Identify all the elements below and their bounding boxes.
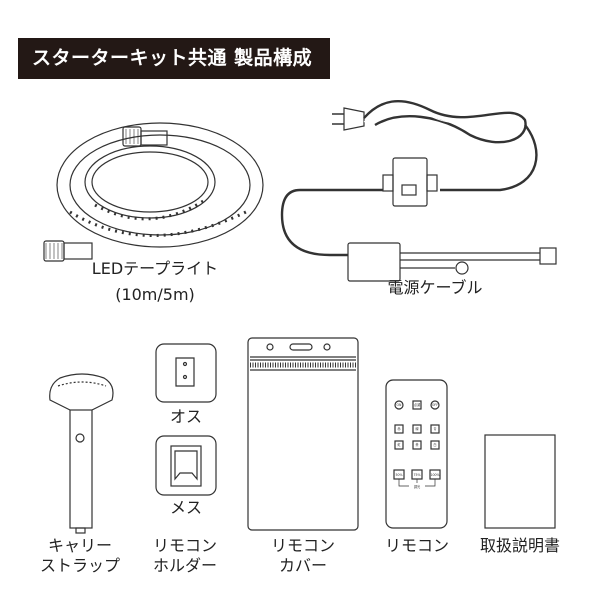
power-cable-label: 電源ケーブル xyxy=(387,278,483,297)
page-title: スターターキット共通 製品構成 xyxy=(18,38,330,79)
remote-holder-illustration xyxy=(155,343,217,496)
remote-dimmer-label: 調光 xyxy=(414,484,421,489)
remote-button-blue: 青 xyxy=(433,426,436,431)
remote-holder-line2: ホルダー xyxy=(152,556,217,575)
remote-cover-line2: カバー xyxy=(278,556,327,575)
led-tape-name: LEDテープライト xyxy=(91,259,219,278)
led-tape-label: LEDテープライト (10m/5m) xyxy=(75,256,235,308)
carry-strap-illustration xyxy=(49,373,114,534)
remote-button-yellow: 黄 xyxy=(415,442,419,447)
remote-cover-illustration xyxy=(247,337,359,531)
remote-button-white: 白 xyxy=(433,442,436,447)
led-tape-illustration xyxy=(43,122,264,262)
power-cable-illustration xyxy=(280,100,557,282)
remote-button-75: 75% xyxy=(413,473,420,477)
remote-button-on: ON xyxy=(397,403,403,407)
remote-button-50: 50% xyxy=(395,473,402,477)
manual-label: 取扱説明書 xyxy=(479,536,560,555)
carry-strap-line2: ストラップ xyxy=(39,556,120,575)
remote-button-off: OFF xyxy=(432,403,438,407)
holder-male-label: オス xyxy=(169,407,202,426)
remote-illustration: ON 点滅 OFF 赤 緑 青 虹 黄 白 50% 75% 100% 調光 xyxy=(385,379,448,529)
remote-label: リモコン xyxy=(384,536,449,555)
remote-button-flash: 点滅 xyxy=(414,402,421,407)
carry-strap-label: キャリー ストラップ xyxy=(35,536,125,576)
remote-holder-label: リモコン ホルダー xyxy=(140,536,230,576)
remote-button-100: 100% xyxy=(430,473,439,477)
remote-button-rainbow: 虹 xyxy=(397,442,401,447)
holder-female-label: メス xyxy=(169,498,202,517)
remote-holder-line1: リモコン xyxy=(152,536,217,555)
manual-illustration xyxy=(484,434,556,529)
carry-strap-line1: キャリー xyxy=(47,536,112,555)
remote-button-red: 赤 xyxy=(397,426,401,431)
remote-cover-line1: リモコン xyxy=(270,536,335,555)
remote-cover-label: リモコン カバー xyxy=(258,536,348,576)
remote-button-green: 緑 xyxy=(415,426,419,431)
led-tape-length: (10m/5m) xyxy=(115,285,195,304)
